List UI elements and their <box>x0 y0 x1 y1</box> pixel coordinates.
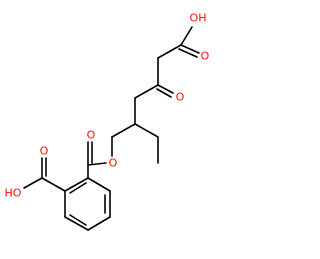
bond-acid-c-oh <box>180 26 193 46</box>
bond-acid-c-o-1 <box>180 44 200 54</box>
label-top-acid-o: O <box>201 50 210 63</box>
ring-bond-fa <box>64 177 89 192</box>
label-carbonyl-o: O <box>87 129 96 142</box>
label-ring-acid-o: O <box>40 145 49 158</box>
bond-ketone-o-2 <box>156 88 172 98</box>
bond-ketone-ch2 <box>134 84 159 99</box>
bond-o-carbonyl <box>87 162 107 166</box>
bond-ch-ethyl <box>134 123 159 138</box>
bond-ring-acid <box>41 177 66 192</box>
label-ester-o: O <box>109 157 118 170</box>
bond-ketone-o-1 <box>157 84 174 94</box>
bond-ring-acid-oh <box>23 177 43 189</box>
ring-inner-de <box>69 214 87 226</box>
ring-inner-fa <box>69 182 87 194</box>
label-ring-acid-ho: HO <box>5 187 22 200</box>
bond-acid-c-o-2 <box>178 48 198 58</box>
bond-ch-och2 <box>111 123 136 138</box>
ring-bond-de <box>64 216 89 231</box>
label-ketone-o: O <box>176 91 185 104</box>
ring-bond-ab <box>87 177 111 192</box>
ring-bond-cd <box>87 216 111 231</box>
label-top-acid-oh: OH <box>190 12 207 25</box>
bond-acid-ch2 <box>157 44 182 59</box>
structure-diagram: OH O O O O O HO <box>5 12 210 231</box>
